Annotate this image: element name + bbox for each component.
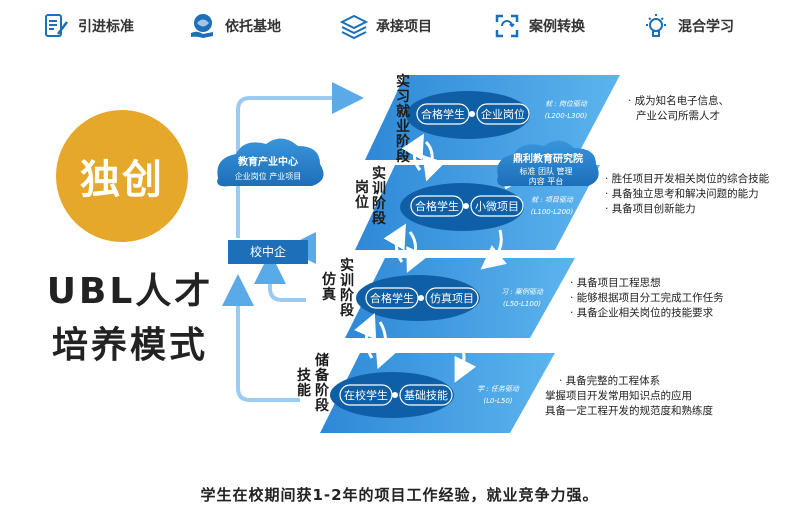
stage-range: (L200-L300): [545, 112, 588, 120]
cloud-right-row2: 内容 平台: [529, 176, 564, 186]
stage-ellipse: [400, 183, 524, 231]
school-label: 校中企: [250, 244, 286, 259]
stage-ellipse: [406, 91, 530, 139]
stage-range: (L100-L200): [531, 208, 574, 216]
stage-label-employment: 实习就业阶段: [396, 73, 411, 165]
cloud-left-title: 教育产业中心: [237, 155, 298, 168]
badge-text: 独创: [80, 157, 164, 203]
desc-line: · 具备完整的工程体系: [559, 375, 661, 387]
cloud-right-row1: 标准 团队 管理: [519, 166, 572, 176]
desc-line: · 具备项目工程思想: [570, 277, 661, 289]
school-enterprise-box: 校中企: [228, 240, 308, 264]
nav-item-base[interactable]: 依托基地: [189, 12, 281, 40]
stage-range: (L0-L50): [483, 397, 512, 405]
nav-item-case[interactable]: 案例转换: [493, 12, 585, 40]
cloud-research-institute: 鼎利教育研究院 标准 团队 管理 内容 平台: [497, 140, 599, 187]
cloud-right-title: 鼎利教育研究院: [513, 152, 583, 165]
document-pen-icon: [45, 14, 68, 37]
layers-icon: [340, 14, 368, 40]
nav-item-mixed[interactable]: 混合学习: [642, 12, 734, 40]
stage-skill-reserve: 在校学生 基础技能 学 : 任务驱动 (L0-L50): [320, 353, 555, 433]
desc-line: · 成为知名电子信息、: [628, 95, 730, 107]
desc-line: · 具备独立思考和解决问题的能力: [605, 188, 759, 200]
lightbulb-icon: [646, 14, 666, 37]
desc-line: · 胜任项目开发相关岗位的综合技能: [605, 173, 770, 185]
pill-right: 仿真项目: [430, 291, 474, 305]
hand-globe-icon: [191, 14, 213, 38]
nav-label: 承接项目: [376, 19, 432, 35]
stage-label-skill: 储备阶段 技能: [297, 352, 334, 414]
stage-employment: 合格学生 企业岗位 就 : 岗位驱动 (L200-L300): [365, 75, 620, 160]
pill-left: 合格学生: [415, 199, 459, 213]
stage-level: 学 : 任务驱动: [477, 385, 520, 393]
stage-simulation: 合格学生 仿真项目 习 : 案例驱动 (L50-L100): [345, 258, 575, 338]
pill-right: 小微项目: [475, 199, 519, 213]
nav-label: 混合学习: [678, 19, 734, 35]
stage-label-post: 实训阶段 岗位: [355, 165, 391, 227]
stage-range: (L50-L100): [503, 300, 541, 308]
stage-level: 就 : 项目驱动: [531, 196, 574, 204]
desc-line: 产业公司所需人才: [636, 110, 720, 122]
footer-text: 学生在校期间获1-2年的项目工作经验，就业竞争力强。: [200, 486, 599, 504]
desc-line: · 能够根据项目分工完成工作任务: [570, 292, 724, 304]
nav-item-standard[interactable]: 引进标准: [42, 12, 134, 40]
stage-level: 就 : 岗位驱动: [545, 100, 588, 108]
cloud-industry-center: 教育产业中心 企业岗位 产业项目: [217, 138, 324, 187]
badge-circle: 独创: [56, 110, 188, 242]
desc-sim: · 具备项目工程思想 · 能够根据项目分工完成工作任务 · 具备企业相关岗位的技…: [570, 276, 724, 321]
pill-left: 在校学生: [344, 388, 388, 402]
stage-post-training: 合格学生 小微项目 就 : 项目驱动 (L100-L200): [355, 165, 600, 250]
nav-label: 依托基地: [225, 19, 281, 35]
pill-left: 合格学生: [421, 107, 465, 121]
pill-right: 企业岗位: [481, 107, 525, 121]
desc-line: 掌握项目开发常用知识点的应用: [545, 390, 692, 402]
stage-level: 习 : 案例驱动: [501, 288, 544, 296]
cloud-left-sub: 企业岗位 产业项目: [235, 171, 302, 181]
title-line2: 培养模式: [51, 325, 208, 366]
feedback-lines: [222, 82, 364, 402]
desc-post: · 胜任项目开发相关岗位的综合技能 · 具备独立思考和解决问题的能力 · 具备项…: [605, 172, 769, 217]
desc-line: · 具备项目创新能力: [605, 203, 696, 215]
desc-line: 具备一定工程开发的规范度和熟练度: [545, 405, 713, 417]
desc-skill: · 具备完整的工程体系 掌握项目开发常用知识点的应用 具备一定工程开发的规范度和…: [545, 374, 713, 419]
desc-employment: · 成为知名电子信息、 产业公司所需人才: [628, 94, 729, 124]
pill-left: 合格学生: [370, 291, 414, 305]
pill-right: 基础技能: [404, 388, 448, 402]
stage-label-sim: 实训阶段 仿真: [322, 257, 359, 319]
title-line1: UBL人才: [46, 271, 214, 312]
nav-item-project[interactable]: 承接项目: [340, 12, 432, 40]
nav-label: 案例转换: [529, 19, 585, 35]
desc-line: · 具备企业相关岗位的技能要求: [570, 307, 714, 319]
refresh-square-icon: [495, 14, 519, 38]
nav-label: 引进标准: [78, 19, 134, 35]
top-nav: 引进标准 依托基地 承接项目 案例转换: [0, 0, 799, 50]
